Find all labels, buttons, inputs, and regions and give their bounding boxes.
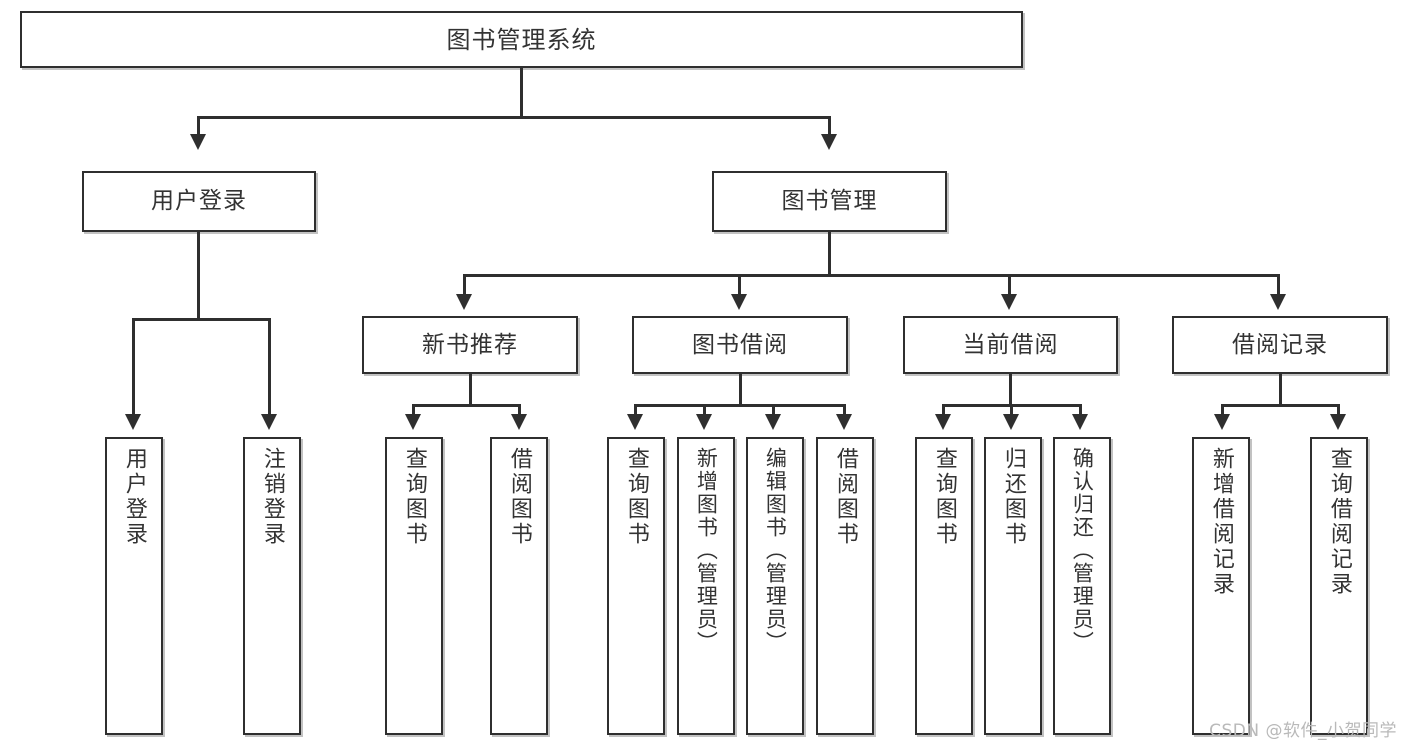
connector-userlogin-drop-1 (132, 318, 135, 418)
connector-userlogin-drop-2 (268, 318, 271, 418)
connector-recommend-bus (412, 404, 520, 407)
connector-borrow-drop-1 (634, 404, 637, 418)
arrow-to-leaf-add-record (1214, 414, 1230, 430)
node-label: 查询图书 (401, 447, 427, 547)
connector-recommend-stem (469, 374, 472, 406)
node-label: 查询图书 (931, 447, 957, 547)
node-label: 用户登录 (121, 447, 147, 547)
node-label: 图书借阅 (692, 331, 788, 358)
connector-recommend-drop-2 (518, 404, 521, 418)
connector-bookmgmt-drop-4 (1277, 274, 1280, 298)
leaf-query-book-current[interactable]: 查询图书 (915, 437, 973, 735)
connector-record-bus (1221, 404, 1340, 407)
arrow-to-new-book-recommend (456, 294, 472, 310)
node-book-borrow[interactable]: 图书借阅 (632, 316, 848, 374)
connector-recommend-drop-1 (412, 404, 415, 418)
arrow-to-book-borrow (731, 294, 747, 310)
arrow-to-leaf-edit-book (765, 414, 781, 430)
connector-root-drop-left (197, 116, 200, 138)
connector-current-stem (1009, 374, 1012, 406)
node-label: 查询借阅记录 (1326, 447, 1352, 597)
node-borrow-record[interactable]: 借阅记录 (1172, 316, 1388, 374)
arrow-to-user-login (190, 134, 206, 150)
node-label: 图书管理 (781, 188, 878, 215)
connector-record-drop-2 (1337, 404, 1340, 418)
arrow-to-leaf-user-login (125, 414, 141, 430)
leaf-query-book-borrow[interactable]: 查询图书 (607, 437, 665, 735)
connector-record-drop-1 (1221, 404, 1224, 418)
node-root-system[interactable]: 图书管理系统 (20, 11, 1023, 68)
node-label: 归还图书 (1000, 447, 1026, 547)
connector-userlogin-bus (132, 318, 271, 321)
arrow-to-leaf-confirm-return (1072, 414, 1088, 430)
connector-borrow-drop-2 (703, 404, 706, 418)
leaf-return-book[interactable]: 归还图书 (984, 437, 1042, 735)
arrow-to-leaf-add-book (696, 414, 712, 430)
leaf-confirm-return-admin[interactable]: 确认归还（管理员） (1053, 437, 1111, 735)
connector-current-drop-3 (1079, 404, 1082, 418)
leaf-user-login[interactable]: 用户登录 (105, 437, 163, 735)
arrow-to-leaf-query-book-a (405, 414, 421, 430)
node-label: 新增借阅记录 (1208, 447, 1234, 597)
arrow-to-leaf-query-book-c (935, 414, 951, 430)
connector-root-stem (520, 68, 523, 118)
connector-bookmgmt-drop-3 (1008, 274, 1011, 298)
connector-borrow-stem (739, 374, 742, 406)
arrow-to-current-borrow (1001, 294, 1017, 310)
node-current-borrow[interactable]: 当前借阅 (903, 316, 1118, 374)
connector-bookmgmt-drop-1 (463, 274, 466, 298)
connector-current-drop-2 (1010, 404, 1013, 418)
node-label: 借阅图书 (832, 447, 858, 547)
node-label: 图书管理系统 (446, 25, 597, 54)
node-user-login[interactable]: 用户登录 (82, 171, 316, 232)
arrow-to-leaf-query-book-b (627, 414, 643, 430)
node-new-book-recommend[interactable]: 新书推荐 (362, 316, 578, 374)
arrow-to-leaf-return-book (1003, 414, 1019, 430)
node-label: 借阅图书 (506, 447, 532, 547)
connector-bookmgmt-bus (463, 274, 1280, 277)
connector-borrow-drop-3 (772, 404, 775, 418)
node-book-management[interactable]: 图书管理 (712, 171, 947, 232)
node-label: 新增图书（管理员） (694, 447, 719, 654)
node-label: 注销登录 (259, 447, 285, 547)
leaf-borrow-book[interactable]: 借阅图书 (816, 437, 874, 735)
arrow-to-borrow-record (1270, 294, 1286, 310)
node-label: 查询图书 (623, 447, 649, 547)
node-label: 当前借阅 (962, 331, 1059, 358)
connector-bookmgmt-drop-2 (738, 274, 741, 298)
arrow-to-leaf-logout (261, 414, 277, 430)
connector-record-stem (1279, 374, 1282, 406)
leaf-query-book-recommend[interactable]: 查询图书 (385, 437, 443, 735)
arrow-to-book-manage (821, 134, 837, 150)
arrow-to-leaf-query-record (1330, 414, 1346, 430)
connector-borrow-drop-4 (843, 404, 846, 418)
arrow-to-leaf-borrow-book-a (511, 414, 527, 430)
node-label: 用户登录 (151, 188, 247, 215)
node-label: 新书推荐 (422, 331, 518, 358)
node-label: 确认归还（管理员） (1070, 447, 1095, 654)
node-label: 编辑图书（管理员） (763, 447, 788, 654)
leaf-logout[interactable]: 注销登录 (243, 437, 301, 735)
connector-borrow-bus (634, 404, 846, 407)
connector-root-drop-right (828, 116, 831, 138)
leaf-add-book-admin[interactable]: 新增图书（管理员） (677, 437, 735, 735)
connector-root-bus (197, 116, 831, 119)
connector-userlogin-stem (197, 232, 200, 320)
leaf-edit-book-admin[interactable]: 编辑图书（管理员） (746, 437, 804, 735)
connector-bookmgmt-stem (828, 232, 831, 276)
node-label: 借阅记录 (1232, 331, 1328, 358)
leaf-add-borrow-record[interactable]: 新增借阅记录 (1192, 437, 1250, 735)
connector-current-drop-1 (942, 404, 945, 418)
leaf-query-borrow-record[interactable]: 查询借阅记录 (1310, 437, 1368, 735)
arrow-to-leaf-borrow-book-b (836, 414, 852, 430)
leaf-borrow-book-recommend[interactable]: 借阅图书 (490, 437, 548, 735)
